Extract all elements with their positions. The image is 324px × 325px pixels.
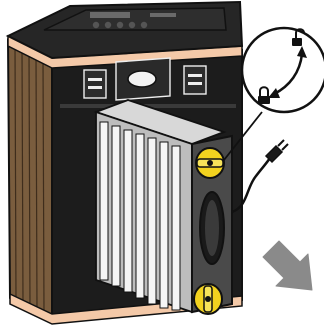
power-cord (231, 157, 272, 214)
bottom-lock-knob (193, 283, 223, 315)
filter-pleats (99, 121, 181, 311)
lock-rotation-arrow (273, 53, 304, 96)
control-button (104, 21, 112, 29)
callout-circle (240, 26, 324, 114)
control-button (92, 21, 100, 29)
control-panel-display (90, 12, 130, 18)
right-vent-slot (183, 65, 207, 95)
control-button (128, 21, 136, 29)
top-control-panel (43, 7, 227, 31)
power-cord-with-plug (231, 139, 289, 214)
side-panel-slats (14, 45, 45, 314)
left-vent-slot (83, 69, 107, 99)
cord-plug (264, 144, 284, 164)
control-button (116, 21, 124, 29)
pull-out-arrow (262, 240, 313, 291)
control-panel-label (150, 13, 176, 17)
unlock-icon (292, 28, 305, 46)
arrowhead-lock-end (268, 88, 280, 98)
lock-icon (258, 86, 270, 104)
center-latch (127, 70, 157, 88)
callout-leader-line (223, 111, 263, 161)
cartridge-handle (199, 191, 225, 265)
arrowhead-unlock-end (297, 46, 307, 58)
control-button (140, 21, 148, 29)
lock-unlock-callout (223, 26, 324, 161)
filter-cartridge (93, 99, 233, 315)
top-lock-knob (195, 147, 225, 179)
